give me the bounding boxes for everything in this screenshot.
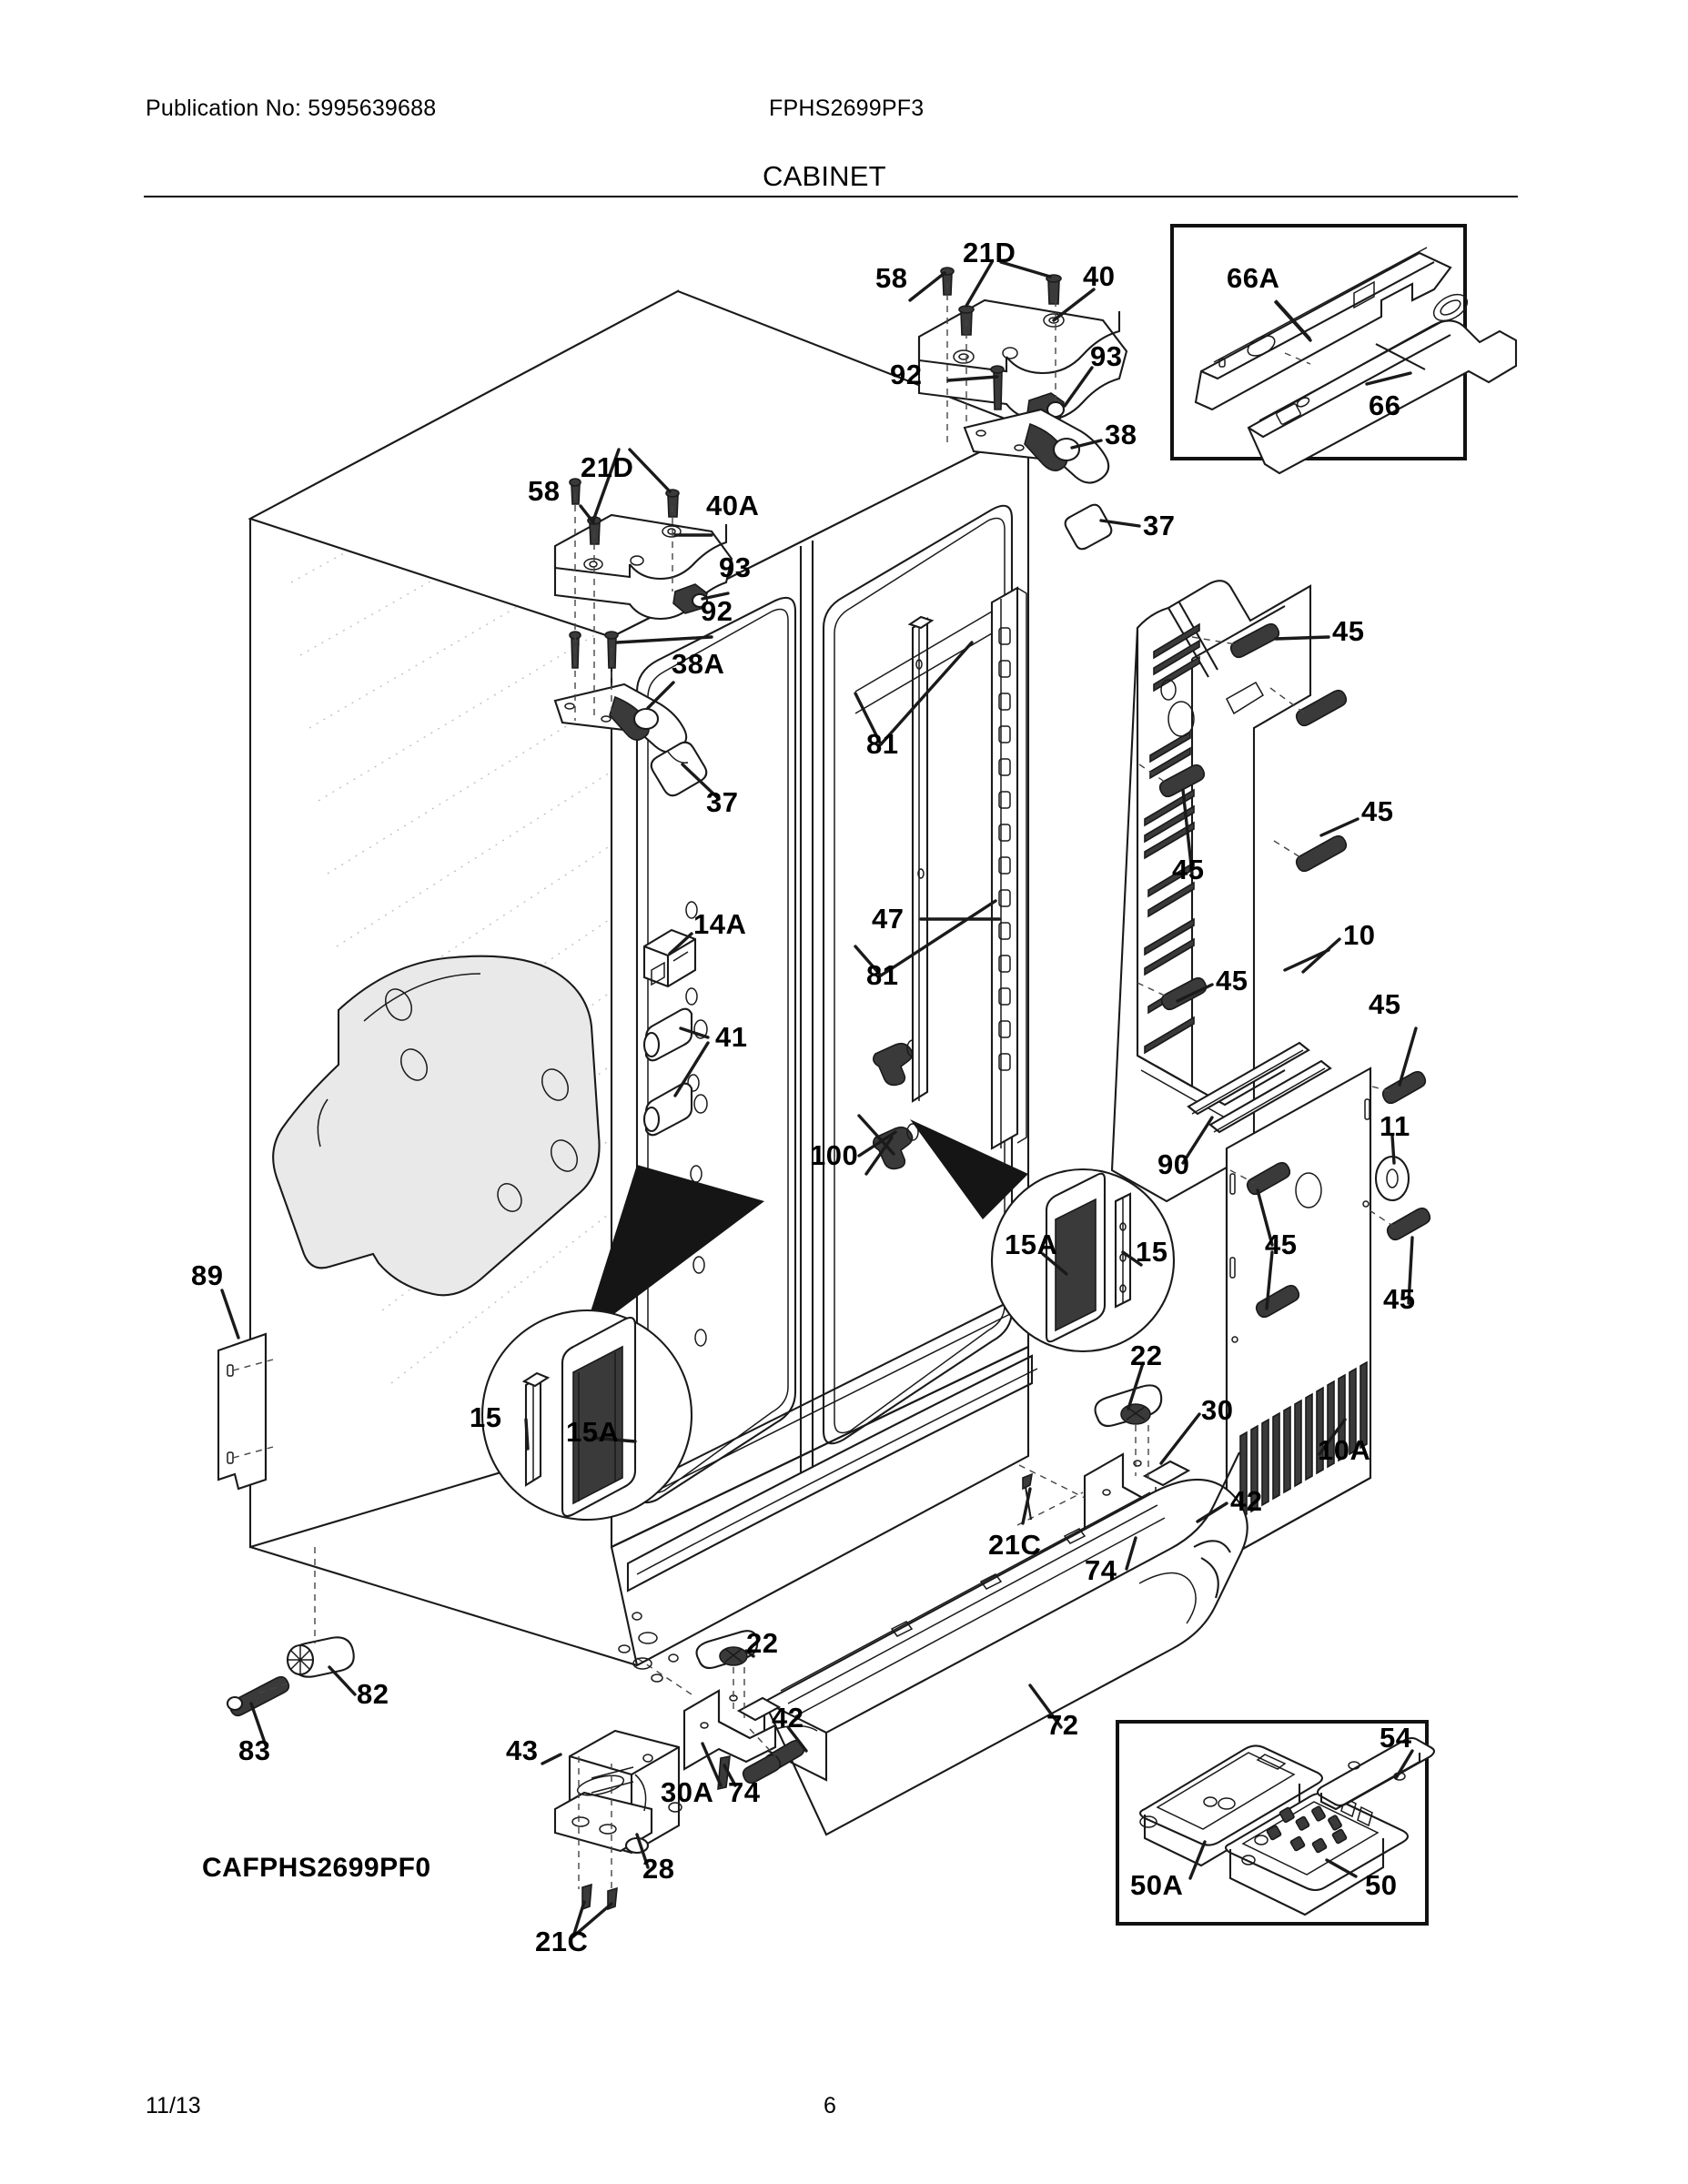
inset-box-top-right <box>1170 224 1518 475</box>
cam-22-left <box>695 1630 759 1670</box>
callout-72: 72 <box>1046 1709 1079 1741</box>
callout-89: 89 <box>191 1259 224 1291</box>
callout-14a: 14A <box>693 908 747 940</box>
callout-45-side-2: 45 <box>1265 1228 1298 1260</box>
callout-45-side-1: 45 <box>1369 988 1401 1020</box>
magnifier-left <box>480 1165 764 1522</box>
callout-93-top-left: 93 <box>719 551 752 583</box>
model-code-label: CAFPHS2699PF0 <box>202 1853 431 1883</box>
callout-66a: 66A <box>1227 262 1280 294</box>
model-number: FPHS2699PF3 <box>769 96 925 121</box>
part-14a-switch <box>642 928 697 988</box>
callout-37-left: 37 <box>706 786 739 818</box>
callout-90: 90 <box>1157 1148 1190 1180</box>
callout-45-rear-4: 45 <box>1216 965 1248 996</box>
callout-66: 66 <box>1369 389 1401 421</box>
pin-83 <box>226 1675 290 1717</box>
callout-38a: 38A <box>672 648 725 680</box>
callout-74-left: 74 <box>728 1776 761 1808</box>
callout-58-top-left: 58 <box>528 475 561 507</box>
callout-45-rear-1: 45 <box>1332 615 1365 647</box>
callout-37-right: 37 <box>1143 510 1176 541</box>
callout-92-top-left: 92 <box>701 595 733 627</box>
callout-93-top-right: 93 <box>1090 340 1123 372</box>
footer-date: 11/13 <box>146 2093 201 2118</box>
liner-gasket <box>272 955 601 1297</box>
left-bracket-89 <box>217 1332 274 1491</box>
callout-82: 82 <box>357 1678 389 1710</box>
hinge-top-left <box>553 478 733 753</box>
footer-page-number: 6 <box>824 2093 836 2118</box>
callout-42-right: 42 <box>1230 1485 1263 1517</box>
callout-15-left: 15 <box>470 1401 502 1433</box>
part-37-right <box>1064 503 1113 551</box>
callout-74-right: 74 <box>1085 1554 1117 1586</box>
callout-21d-top-right: 21D <box>963 237 1016 268</box>
callout-30a: 30A <box>661 1776 714 1808</box>
callout-21c-right: 21C <box>988 1529 1042 1561</box>
hinge-bottom-left <box>553 1630 805 1911</box>
roller-82 <box>286 1636 355 1678</box>
callout-81-upper: 81 <box>866 728 899 760</box>
callout-92-top-right: 92 <box>890 359 923 390</box>
callout-10a: 10A <box>1318 1434 1371 1466</box>
callout-30: 30 <box>1201 1394 1234 1426</box>
page-title: CABINET <box>763 160 886 192</box>
callout-40a: 40A <box>706 490 760 521</box>
leader-lines <box>220 260 1418 1938</box>
callout-83: 83 <box>238 1734 271 1766</box>
callout-15a-left: 15A <box>566 1416 620 1448</box>
callout-22-right: 22 <box>1130 1340 1163 1371</box>
callout-54: 54 <box>1380 1722 1412 1754</box>
callout-45-side-3: 45 <box>1383 1283 1416 1315</box>
callout-15-right: 15 <box>1136 1236 1168 1268</box>
part-41-bushings <box>642 1007 708 1137</box>
callout-21d-top-left: 21D <box>581 451 634 483</box>
callout-47: 47 <box>872 903 905 935</box>
publication-number: Publication No: 5995639688 <box>146 96 437 121</box>
header-divider <box>144 196 1518 197</box>
callout-42-left: 42 <box>772 1702 804 1734</box>
callout-100: 100 <box>810 1139 859 1171</box>
callout-43: 43 <box>506 1734 539 1766</box>
callout-45-rear-3: 45 <box>1172 854 1205 885</box>
part-47-ladder <box>854 586 1027 1150</box>
callout-40: 40 <box>1083 260 1116 292</box>
rear-panel-10 <box>1110 580 1348 1203</box>
magnifier-right <box>910 1119 1176 1353</box>
callout-21c-left: 21C <box>535 1926 589 1957</box>
callout-58-top-right: 58 <box>875 262 908 294</box>
callout-50a: 50A <box>1130 1869 1184 1901</box>
inset-box-bottom-right <box>1116 1720 1436 1926</box>
callout-11: 11 <box>1380 1110 1410 1142</box>
callout-81-lower: 81 <box>866 959 899 991</box>
callout-41: 41 <box>715 1021 748 1053</box>
part-100-grommets <box>872 1039 919 1170</box>
kick-plate-72 <box>763 1451 1248 1836</box>
callout-28: 28 <box>642 1853 675 1885</box>
callout-22-left: 22 <box>746 1627 779 1659</box>
callout-10: 10 <box>1343 919 1376 951</box>
callout-15a-right: 15A <box>1005 1228 1058 1260</box>
callout-45-rear-2: 45 <box>1361 795 1394 827</box>
callout-50: 50 <box>1365 1869 1398 1901</box>
callout-38: 38 <box>1105 419 1137 450</box>
